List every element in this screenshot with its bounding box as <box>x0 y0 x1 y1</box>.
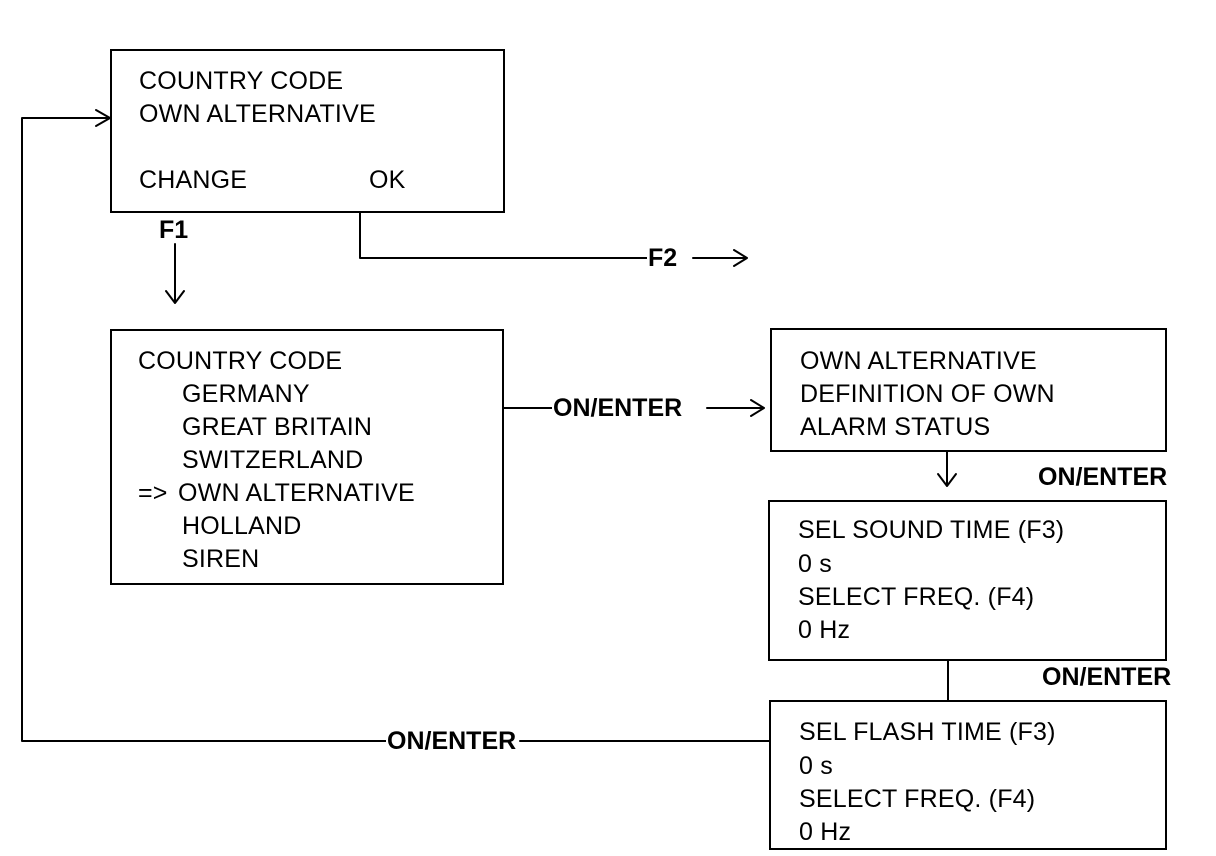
box1-line1: COUNTRY CODE <box>139 67 344 95</box>
flash-time-value: 0 s <box>799 752 833 780</box>
f2-arrow <box>692 249 748 267</box>
sound-time-label: SEL SOUND TIME (F3) <box>798 516 1065 544</box>
ok-softkey[interactable]: OK <box>369 166 406 194</box>
option-great-britain[interactable]: GREAT BRITAIN <box>182 413 373 441</box>
on-enter-label-box2-box3: ON/ENTER <box>552 393 684 423</box>
label-to-box3-arrow <box>706 399 765 417</box>
change-softkey[interactable]: CHANGE <box>139 166 248 194</box>
f1-down-arrow <box>165 243 185 304</box>
ok-to-f2-line <box>359 212 651 259</box>
own-alternative-definition-box: OWN ALTERNATIVE DEFINITION OF OWN ALARM … <box>770 328 1167 452</box>
box3-to-box4-arrow <box>937 451 957 487</box>
flash-time-box: SEL FLASH TIME (F3) 0 s SELECT FREQ. (F4… <box>769 700 1167 850</box>
flash-freq-value: 0 Hz <box>799 818 852 846</box>
box3-line3: ALARM STATUS <box>800 413 991 441</box>
on-enter-label-box4-box5: ON/ENTER <box>1042 663 1172 691</box>
sound-freq-label: SELECT FREQ. (F4) <box>798 583 1035 611</box>
option-own-alternative[interactable]: OWN ALTERNATIVE <box>178 479 415 507</box>
sound-time-box: SEL SOUND TIME (F3) 0 s SELECT FREQ. (F4… <box>768 500 1167 661</box>
option-siren[interactable]: SIREN <box>182 545 260 573</box>
on-enter-label-box3-box4: ON/ENTER <box>1038 463 1168 491</box>
option-germany[interactable]: GERMANY <box>182 380 310 408</box>
box3-line2: DEFINITION OF OWN <box>800 380 1055 408</box>
f2-key-label: F2 <box>647 243 679 273</box>
sound-time-value: 0 s <box>798 550 832 578</box>
option-holland[interactable]: HOLLAND <box>182 512 302 540</box>
flash-freq-label: SELECT FREQ. (F4) <box>799 785 1036 813</box>
box3-line1: OWN ALTERNATIVE <box>800 347 1037 375</box>
selection-cursor: => <box>138 479 168 507</box>
option-switzerland[interactable]: SWITZERLAND <box>182 446 364 474</box>
box1-line2: OWN ALTERNATIVE <box>139 100 376 128</box>
on-enter-label-return: ON/ENTER <box>386 726 518 756</box>
country-code-selection-box: COUNTRY CODE GERMANY GREAT BRITAIN SWITZ… <box>110 329 504 585</box>
sound-freq-value: 0 Hz <box>798 616 851 644</box>
flash-time-label: SEL FLASH TIME (F3) <box>799 718 1056 746</box>
return-loop-line <box>21 117 771 742</box>
f1-key-label: F1 <box>159 216 189 244</box>
country-code-summary-box: COUNTRY CODE OWN ALTERNATIVE CHANGE OK <box>110 49 505 213</box>
box2-title: COUNTRY CODE <box>138 347 343 375</box>
